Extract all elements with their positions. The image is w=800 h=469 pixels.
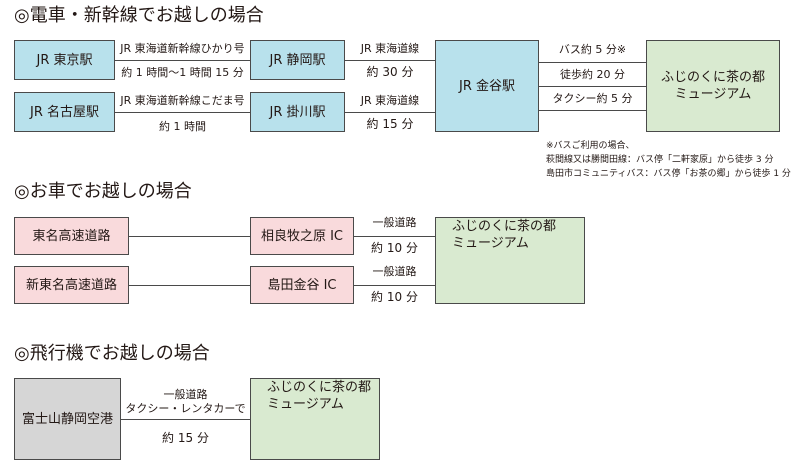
bus-note-line2: 萩間線又は勝間田線：バス停「二軒家原」から徒歩 3 分 [546,155,774,165]
connector-line [121,419,250,420]
connector-line [115,112,250,113]
museum-name-line1: ふじのくに茶の都 [660,70,765,85]
kakegawa-station-box: JR 掛川駅 [250,92,345,132]
shimada-kanaya-ic-box: 島田金谷 IC [250,266,354,304]
museum-name-line1: ふじのくに茶の都 [452,219,557,234]
train-section-heading: ◎電車・新幹線でお越しの場合 [14,5,264,26]
walk-label: 徒歩約 20 分 [560,68,625,81]
connector-line [129,285,250,286]
car-museum-box: ふじのくに茶の都 ミュージアム [435,217,585,304]
tokyo-time-label: 約 1 時間〜1 時間 15 分 [121,66,244,79]
kakegawa-time-label: 約 15 分 [366,117,414,131]
tokyo-route-label: JR 東海道新幹線ひかり号 [120,42,245,55]
bus-label: バス約 5 分※ [558,43,627,56]
tomei-expressway-box: 東名高速道路 [14,217,129,255]
connector-line [129,236,250,237]
plane-museum-box: ふじのくに茶の都 ミュージアム [250,378,380,460]
kakegawa-route-label: JR 東海道線 [360,94,420,107]
plane-route-label2: タクシー・レンタカーで [125,402,246,415]
shizuoka-route-label: JR 東海道線 [360,42,420,55]
museum-name-line2: ミュージアム [267,397,344,412]
sagara-makinohara-ic-box: 相良牧之原 IC [250,217,354,255]
connector-line [539,110,646,111]
drive-time-label: 約 10 分 [371,290,418,304]
shintomei-expressway-box: 新東名高速道路 [14,266,129,304]
nagoya-station-box: JR 名古屋駅 [14,92,115,132]
connector-line [345,112,435,113]
taxi-label: タクシー約 5 分 [552,92,633,105]
shizuoka-airport-box: 富士山静岡空港 [14,378,121,460]
museum-name-line2: ミュージアム [452,236,529,251]
connector-line [354,285,435,286]
kanaya-station-box: JR 金谷駅 [435,40,539,132]
shizuoka-station-box: JR 静岡駅 [250,40,345,80]
plane-section-heading: ◎飛行機でお越しの場合 [14,343,210,364]
connector-line [539,86,646,87]
connector-line [539,62,646,63]
nagoya-route-label: JR 東海道新幹線こだま号 [120,94,245,107]
train-museum-box: ふじのくに茶の都 ミュージアム [646,40,780,132]
connector-line [345,60,435,61]
bus-note-line3: 島田市コミュニティバス：バス停「お茶の郷」から徒歩 1 分 [546,169,791,179]
car-section-heading: ◎お車でお越しの場合 [14,181,192,202]
plane-route-label1: 一般道路 [163,388,208,401]
bus-note-line1: ※バスご利用の場合、 [546,141,635,151]
plane-time-label: 約 15 分 [162,431,209,445]
tokyo-station-box: JR 東京駅 [14,40,115,80]
museum-name-line1: ふじのくに茶の都 [267,380,372,395]
nagoya-time-label: 約 1 時間 [159,120,206,133]
road-label: 一般道路 [372,265,417,278]
connector-line [115,60,250,61]
road-label: 一般道路 [372,216,417,229]
drive-time-label: 約 10 分 [371,241,418,255]
shizuoka-time-label: 約 30 分 [366,65,414,79]
connector-line [354,236,435,237]
museum-name-line2: ミュージアム [674,87,752,102]
